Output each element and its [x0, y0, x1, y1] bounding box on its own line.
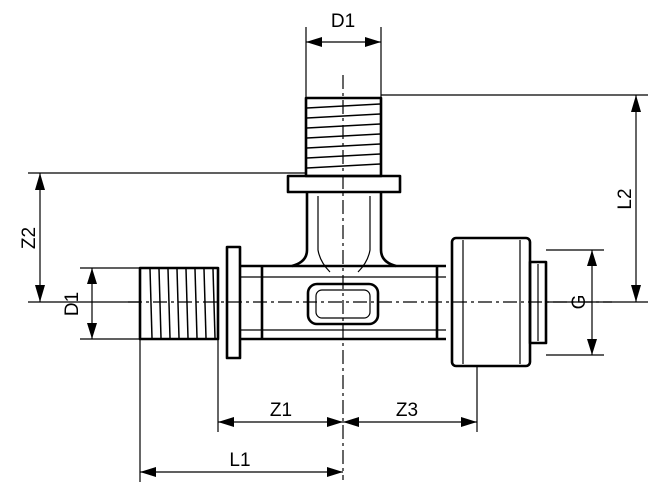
dim-l1: L1 [139, 339, 343, 482]
top-branch-ribs [306, 103, 381, 169]
dim-label-d1-left: D1 [62, 292, 83, 316]
left-flange [225, 245, 242, 360]
top-branch [286, 96, 402, 273]
left-branch [138, 245, 242, 360]
dim-label-l1: L1 [229, 450, 250, 471]
dim-label-z1: Z1 [270, 400, 292, 421]
dim-g: G [546, 249, 604, 356]
main-body [240, 264, 446, 341]
union-nut [450, 236, 548, 368]
dim-l2: L2 [381, 94, 648, 303]
dim-z2: Z2 [19, 172, 306, 303]
top-flange [286, 174, 402, 194]
dim-d1-top: D1 [305, 11, 382, 98]
dim-label-d1-top: D1 [331, 11, 355, 32]
dim-z1-z3: Z1 Z3 [217, 339, 478, 432]
dim-label-g: G [569, 295, 590, 310]
left-branch-ribs [149, 268, 216, 339]
dim-label-z3: Z3 [396, 400, 418, 421]
body-window [306, 282, 380, 326]
dim-label-z2: Z2 [19, 227, 40, 249]
dim-d1-left: D1 [62, 267, 140, 340]
dim-label-l2: L2 [615, 188, 636, 209]
